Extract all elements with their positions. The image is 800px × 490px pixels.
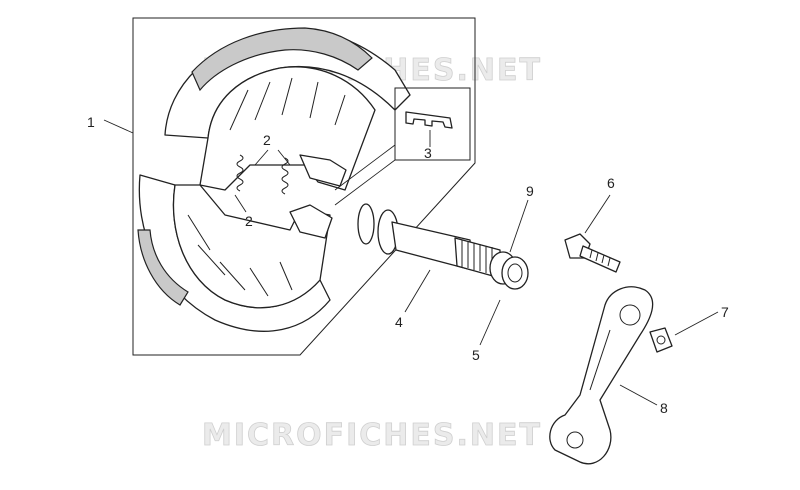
callout-1: 1 [87,114,95,130]
watermark-bottom: MICROFICHES.NET [202,418,542,453]
callout-2a: 2 [263,132,271,148]
leader-7 [674,311,719,336]
brake-shoe-assembly-frame [132,17,476,356]
return-spring-right [281,157,289,195]
leader-4 [404,269,431,313]
callout-2b: 2 [245,213,253,229]
leader-8 [619,384,658,406]
return-spring-left [236,154,244,192]
callout-5: 5 [472,347,480,363]
leader-5 [479,299,501,346]
washer-pair [489,251,529,290]
callout-4: 4 [395,314,403,330]
leader-3-frame [334,144,396,206]
brake-lever [549,286,654,465]
clip-inset-box [394,87,471,161]
upper-brake-shoe [164,27,411,191]
square-nut [649,327,673,353]
callout-8: 8 [660,400,668,416]
leader-1 [103,119,134,134]
leader-9 [509,199,529,253]
brake-cam-shaft [357,203,501,279]
callout-3: 3 [424,145,432,161]
callout-7: 7 [721,304,729,320]
callout-6: 6 [607,175,615,191]
leader-2b [234,194,247,213]
leader-6 [584,194,611,234]
callout-9: 9 [526,183,534,199]
bolt [564,233,621,273]
leader-2a [254,149,291,166]
shoe-clip [405,111,453,129]
lower-brake-shoe [137,174,333,332]
